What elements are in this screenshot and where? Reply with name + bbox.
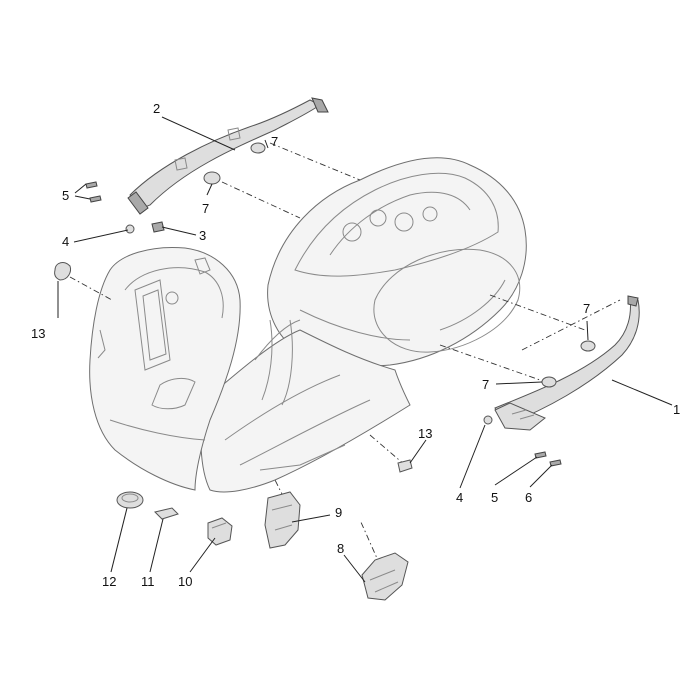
- hardware-parts: [54, 142, 596, 473]
- callout-9: 9: [335, 505, 342, 520]
- callout-5-lower: 5: [491, 490, 498, 505]
- callout-5-upper: 5: [62, 188, 69, 203]
- callout-6: 6: [525, 490, 532, 505]
- leader-lines: [57, 116, 673, 583]
- callout-7-a: 7: [271, 134, 278, 149]
- callout-10: 10: [178, 574, 192, 589]
- callout-4-upper: 4: [62, 234, 69, 249]
- callout-labels: 1 2 3 4 4 5 5 6 7 7 7 7 8 9 10 11 12 13 …: [31, 101, 680, 589]
- trim-strip-side: [494, 295, 640, 431]
- callout-12: 12: [102, 574, 116, 589]
- cover-part-9: [264, 491, 301, 549]
- callout-4-lower: 4: [456, 490, 463, 505]
- rubber-grommets-bottom: [116, 491, 233, 546]
- callout-13-right: 13: [418, 426, 432, 441]
- callout-7-c: 7: [583, 301, 590, 316]
- callout-8: 8: [337, 541, 344, 556]
- callout-11: 11: [141, 574, 155, 589]
- trim-strip-upper: [127, 97, 329, 215]
- scooter-body-frame: [89, 157, 527, 493]
- callout-13-left: 13: [31, 326, 45, 341]
- callout-3: 3: [199, 228, 206, 243]
- cover-part-8: [361, 552, 409, 601]
- callout-7-d: 7: [482, 377, 489, 392]
- callout-1: 1: [673, 402, 680, 417]
- callout-7-b: 7: [202, 201, 209, 216]
- callout-2: 2: [153, 101, 160, 116]
